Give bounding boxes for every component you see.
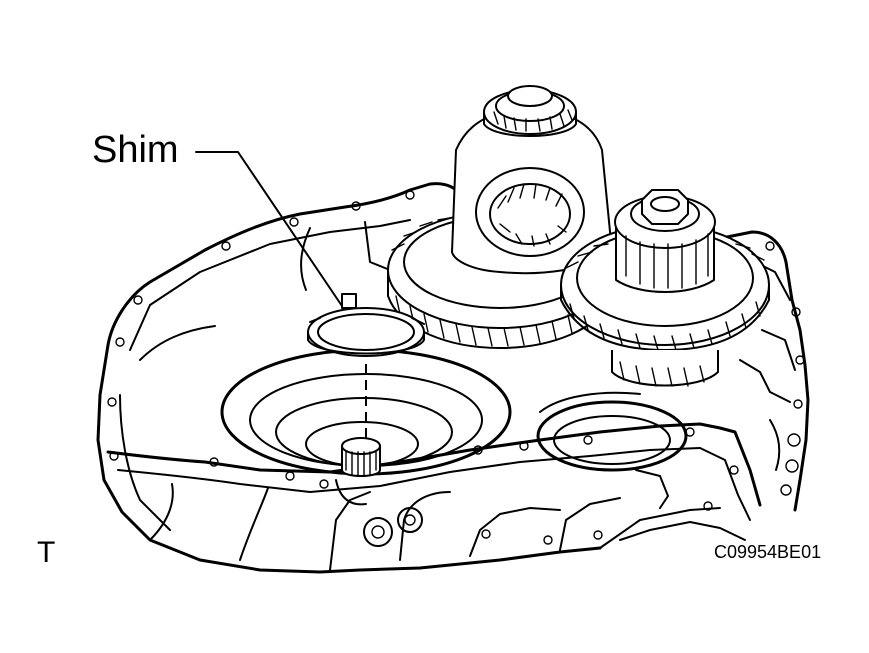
transaxle-case [96, 182, 810, 574]
shim-label: Shim [92, 129, 179, 171]
shim-leader-line [195, 151, 343, 307]
differential-case [451, 85, 613, 275]
bearing-bore [220, 348, 512, 506]
shim [307, 293, 425, 357]
counter-gear [560, 189, 770, 387]
case-lower-body [149, 469, 746, 571]
right-bore [536, 391, 688, 472]
case-flange [106, 422, 762, 521]
illustration-code: C09954BE01 [714, 542, 822, 562]
view-indicator: T [37, 536, 56, 569]
